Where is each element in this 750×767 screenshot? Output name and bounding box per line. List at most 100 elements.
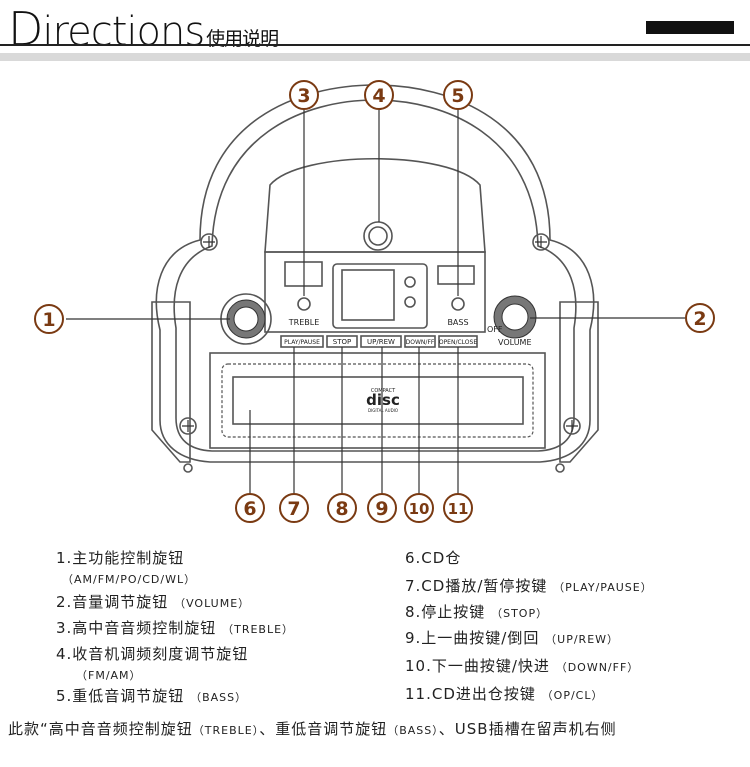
svg-text:8: 8 (335, 498, 348, 520)
svg-text:9: 9 (375, 498, 388, 520)
list-item-sub: （STOP） (491, 607, 549, 620)
list-item-sub: （OP/CL） (541, 689, 604, 702)
list-item: 2.音量调节旋钮 （VOLUME） (56, 592, 250, 614)
parts-list-left: 1.主功能控制旋钮 （AM/FM/PO/CD/WL） 2.音量调节旋钮 （VOL… (56, 548, 386, 708)
list-item: 8.停止按键 （STOP） (405, 602, 548, 624)
foot-left (183, 463, 193, 473)
header-gray-band (0, 53, 750, 61)
function-knob (220, 293, 272, 345)
button-down-ff: DOWN/FF (404, 335, 436, 348)
list-item: 7.CD播放/暂停按键 （PLAY/PAUSE） (405, 576, 653, 598)
list-item-sub: （FM/AM） (76, 669, 142, 682)
list-item-sub: （UP/REW） (545, 633, 620, 646)
device-diagram: TREBLE BASS OFF VOLUME PLAY/PAUSE STOP U… (34, 80, 715, 523)
callout-9: 9 (367, 493, 397, 523)
callout-10: 10 (404, 493, 434, 523)
parts-list-right: 6.CD仓 7.CD播放/暂停按键 （PLAY/PAUSE） 8.停止按键 （S… (405, 548, 745, 708)
list-item-sub: （BASS） (190, 691, 248, 704)
title-initial: D (8, 2, 43, 56)
button-play-pause: PLAY/PAUSE (280, 335, 324, 348)
control-panel (264, 251, 486, 333)
svg-text:11: 11 (448, 500, 469, 518)
svg-text:STOP: STOP (333, 338, 351, 346)
svg-text:3: 3 (297, 85, 310, 107)
svg-text:1: 1 (42, 309, 55, 331)
display-frame (332, 263, 428, 329)
list-item-text: 9.上一曲按键/倒回 (405, 629, 540, 647)
list-item-text: 6.CD仓 (405, 549, 462, 567)
callout-1: 1 (34, 304, 64, 334)
svg-text:DOWN/FF: DOWN/FF (406, 339, 435, 346)
list-item: 5.重低音调节旋钮 （BASS） (56, 686, 247, 708)
list-item-text: 4.收音机调频刻度调节旋钮 (56, 645, 249, 663)
treble-knob (297, 297, 311, 311)
footnote-part: 、重低音调节旋钮 (259, 720, 388, 738)
list-item-text: 10.下一曲按键/快进 (405, 657, 550, 675)
callout-4: 4 (364, 80, 394, 110)
callout-7: 7 (279, 493, 309, 523)
display-screen (341, 269, 395, 321)
bass-knob (451, 297, 465, 311)
leader-lines (66, 110, 685, 494)
list-item-text: 11.CD进出仓按键 (405, 685, 536, 703)
list-item: 9.上一曲按键/倒回 （UP/REW） (405, 628, 619, 650)
list-item-text: 1.主功能控制旋钮 (56, 549, 185, 567)
callout-3: 3 (289, 80, 319, 110)
list-item-sub: （TREBLE） (222, 623, 295, 636)
device-body (155, 84, 595, 463)
footnote-part: 、USB插槽在留声机右侧 (438, 720, 617, 738)
list-item: 10.下一曲按键/快进 （DOWN/FF） (405, 656, 639, 678)
list-item: 4.收音机调频刻度调节旋钮 （FM/AM） (56, 644, 248, 686)
svg-text:2: 2 (693, 308, 706, 330)
button-stop: STOP (326, 335, 358, 348)
cd-compartment (209, 352, 546, 449)
title-chinese: 使用说明 (206, 28, 279, 50)
callout-5: 5 (443, 80, 473, 110)
list-item: 6.CD仓 (405, 548, 461, 568)
left-side-panel (151, 301, 191, 463)
cd-compartment-inner (232, 376, 524, 425)
list-item: 1.主功能控制旋钮 （AM/FM/PO/CD/WL） (56, 548, 196, 590)
svg-text:6: 6 (243, 498, 256, 520)
indicator-bottom (404, 296, 416, 308)
footnote-part: （TREBLE） (192, 724, 260, 737)
callout-2: 2 (685, 303, 715, 333)
svg-text:UP/REW: UP/REW (367, 338, 395, 346)
title-rest: irections (42, 9, 205, 55)
volume-label: VOLUME (498, 338, 532, 347)
callout-6: 6 (235, 493, 265, 523)
svg-text:4: 4 (372, 85, 385, 107)
volume-knob (493, 295, 537, 339)
tuning-knob-center (368, 226, 388, 246)
tuning-knob (363, 221, 393, 251)
cd-compartment-border (221, 363, 534, 438)
list-item: 3.高中音音频控制旋钮 （TREBLE） (56, 618, 294, 640)
footnote: 此款“高中音音频控制旋钮（TREBLE）、重低音调节旋钮（BASS）、USB插槽… (8, 718, 748, 739)
right-side-panel (559, 301, 599, 463)
device-body-inner (173, 99, 577, 452)
bass-label: BASS (447, 318, 468, 327)
footnote-part: （BASS） (387, 724, 439, 737)
svg-text:PLAY/PAUSE: PLAY/PAUSE (284, 339, 320, 346)
list-item-sub: （VOLUME） (174, 597, 251, 610)
list-item-text: 8.停止按键 (405, 603, 486, 621)
screw-top-right (532, 233, 550, 251)
list-item-sub: （DOWN/FF） (555, 661, 640, 674)
button-up-rew: UP/REW (360, 335, 402, 348)
disc-logo-bottom: DIGITAL AUDIO (368, 408, 398, 413)
disc-logo: disc (366, 391, 400, 409)
tuning-window (264, 157, 486, 253)
list-item-sub: （PLAY/PAUSE） (553, 581, 653, 594)
off-label: OFF (487, 325, 503, 334)
list-item-text: 2.音量调节旋钮 (56, 593, 169, 611)
header-accent-bar (646, 21, 734, 34)
svg-text:7: 7 (287, 498, 300, 520)
list-item-text: 3.高中音音频控制旋钮 (56, 619, 217, 637)
disc-logo-top: COMPACT (371, 388, 396, 394)
indicator-top (404, 276, 416, 288)
list-item-text: 5.重低音调节旋钮 (56, 687, 185, 705)
list-item-sub: （AM/FM/PO/CD/WL） (62, 573, 197, 586)
footnote-part: 此款“高中音音频控制旋钮 (8, 720, 193, 738)
